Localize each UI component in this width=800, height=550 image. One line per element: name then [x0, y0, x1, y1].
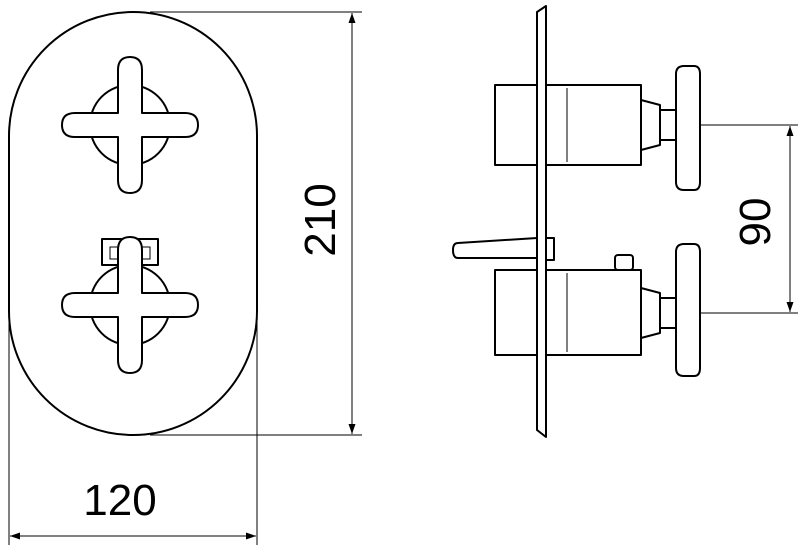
side-top-handle: [675, 65, 701, 191]
oval-plate: [8, 11, 258, 436]
side-top-cartridge: [494, 65, 701, 191]
side-bottom-cartridge: [494, 243, 701, 377]
top-cross-handle: [61, 56, 199, 194]
side-lock-knob: [614, 254, 634, 271]
side-view: 90: [452, 5, 798, 438]
side-bottom-handle: [675, 243, 701, 377]
width-dimension-label: 120: [83, 476, 156, 525]
bottom-cross-handle: [61, 236, 199, 374]
spacing-dimension-label: 90: [731, 198, 780, 247]
height-dimension-label: 210: [296, 183, 345, 256]
front-view: 120 210: [8, 11, 362, 545]
side-spout: [452, 237, 555, 261]
side-wall-plate: [536, 5, 547, 438]
